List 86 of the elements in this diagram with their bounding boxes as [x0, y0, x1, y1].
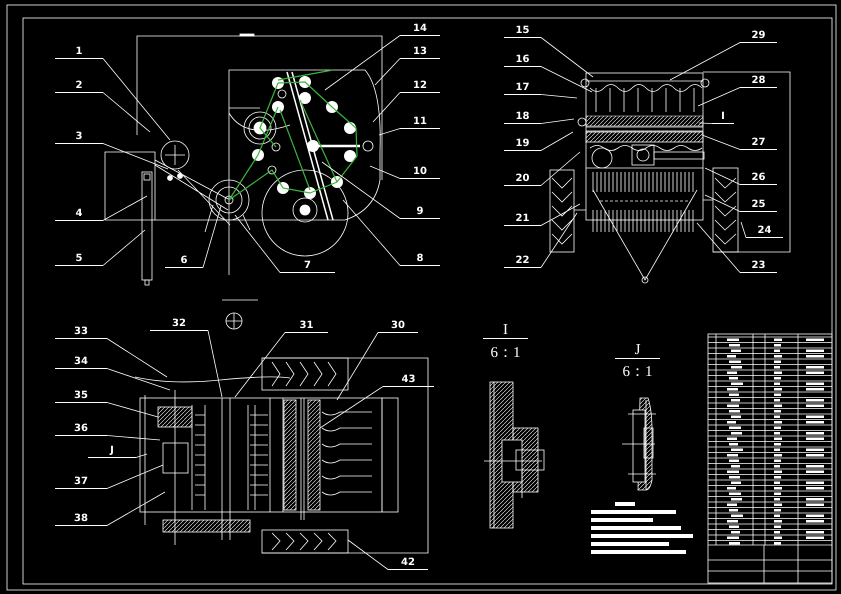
- leader-line: [698, 122, 712, 124]
- callout-number: 8: [400, 252, 440, 266]
- callout-number: 29: [740, 29, 777, 43]
- leader-line: [136, 454, 148, 458]
- callout-number: 3: [55, 130, 103, 144]
- callout-number: 30: [378, 319, 418, 333]
- leader-line: [374, 58, 400, 86]
- callout-number: 24: [746, 224, 783, 238]
- leader-line: [234, 332, 286, 398]
- callout-number: 26: [740, 171, 777, 185]
- callout-number: I: [712, 110, 734, 124]
- leader-line: [378, 128, 400, 136]
- callout-number: 20: [504, 172, 541, 186]
- leader-line: [102, 58, 170, 140]
- callout-number: 42: [388, 556, 428, 570]
- callout-number: 34: [55, 355, 107, 369]
- leader-line: [740, 222, 746, 238]
- leader-line: [336, 332, 378, 400]
- leader-line: [370, 166, 400, 179]
- leader-line: [540, 37, 594, 78]
- leader-line: [540, 94, 578, 98]
- callout-number: 12: [400, 79, 440, 93]
- leader-line: [324, 35, 400, 90]
- leader-line: [106, 368, 170, 390]
- callout-number: 2: [55, 79, 103, 93]
- callout-number: 27: [740, 136, 777, 150]
- callout-number: 22: [504, 254, 541, 268]
- callout-number: 35: [55, 389, 107, 403]
- callout-number: 37: [55, 475, 107, 489]
- leader-line: [202, 206, 222, 268]
- callout-number: 36: [55, 422, 107, 436]
- callout-number: 38: [55, 512, 107, 526]
- leader-line: [102, 92, 150, 132]
- callout-number: 21: [504, 212, 541, 226]
- leader-line: [106, 338, 168, 378]
- callout-number: 43: [383, 373, 434, 387]
- callout-number: 10: [400, 165, 440, 179]
- leader-line: [234, 214, 280, 273]
- callout-number: 4: [55, 207, 103, 221]
- callout-number: J: [88, 444, 136, 458]
- callout-number: 28: [740, 74, 777, 88]
- leader-line: [106, 435, 160, 440]
- leader-line: [372, 92, 400, 122]
- callout-number: 25: [740, 198, 777, 212]
- detail-view-label: 6：1: [490, 345, 522, 361]
- leader-line: [102, 230, 146, 266]
- leader-line: [342, 200, 400, 266]
- leader-line: [106, 492, 166, 526]
- callout-number: 23: [740, 259, 777, 273]
- leader-line: [102, 196, 148, 221]
- leader-line: [702, 134, 740, 150]
- callout-number: 31: [285, 319, 328, 333]
- leader-line: [704, 168, 740, 185]
- callout-number: 19: [504, 137, 541, 151]
- leader-line: [540, 66, 592, 92]
- callout-number: 15: [504, 24, 541, 38]
- leader-line: [322, 162, 400, 219]
- leader-line: [348, 540, 388, 570]
- leader-line: [670, 42, 740, 80]
- leader-line: [320, 386, 384, 428]
- callout-number: 13: [400, 45, 440, 59]
- leader-line: [540, 118, 574, 124]
- callout-number: 17: [504, 81, 541, 95]
- leader-line: [106, 402, 158, 418]
- callout-number: 14: [400, 22, 440, 36]
- callout-number: 9: [400, 205, 440, 219]
- leader-line: [102, 143, 168, 170]
- leader-line: [698, 87, 740, 106]
- leader-line: [540, 132, 574, 151]
- callout-number: 6: [165, 254, 203, 268]
- callout-number: 18: [504, 110, 541, 124]
- detail-view-label: J: [615, 342, 660, 359]
- callout-number: 11: [400, 115, 440, 129]
- leader-line: [540, 212, 578, 268]
- callout-number: 32: [150, 317, 208, 331]
- callout-number: 16: [504, 53, 541, 67]
- callout-number: 7: [280, 259, 335, 273]
- callout-number: 5: [55, 252, 103, 266]
- callout-number: 1: [55, 45, 103, 59]
- detail-view-label: I: [483, 322, 528, 339]
- leader-line: [106, 464, 164, 489]
- callout-number: 33: [55, 325, 107, 339]
- detail-view-label: 6：1: [622, 364, 654, 380]
- leader-line: [704, 194, 740, 212]
- leader-line: [208, 330, 222, 398]
- leader-line: [696, 222, 740, 273]
